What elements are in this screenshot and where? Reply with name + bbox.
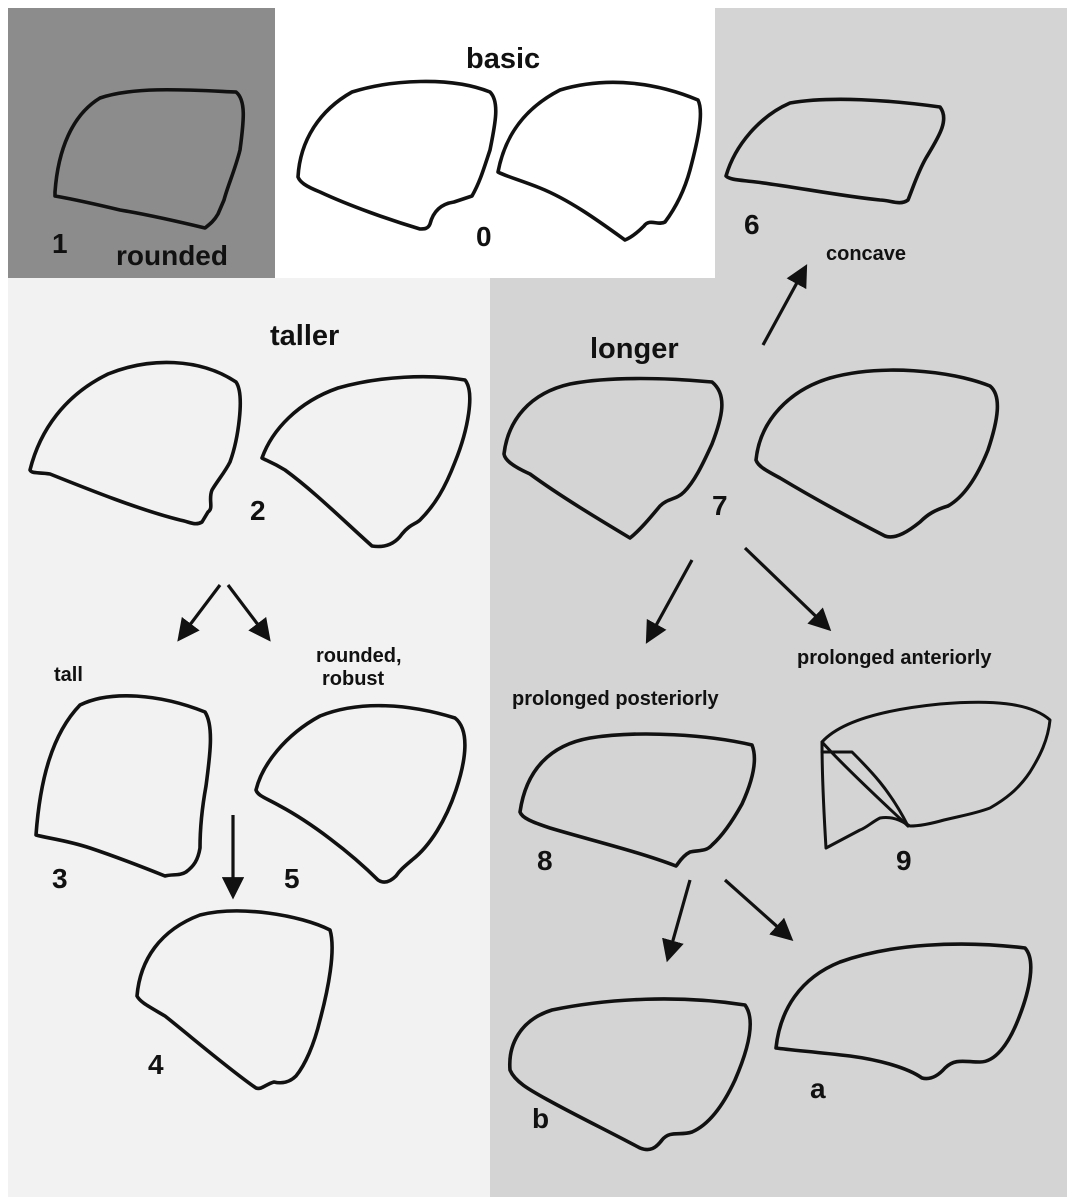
number-7: 7 — [712, 490, 728, 521]
arrow-to-a — [725, 880, 790, 938]
label-prolonged-anteriorly: prolonged anteriorly — [797, 647, 992, 669]
shape-7-left — [504, 379, 722, 539]
shape-1-rounded — [55, 90, 243, 228]
number-9: 9 — [896, 845, 912, 876]
label-taller: taller — [270, 320, 339, 352]
shape-5-rounded-robust — [256, 706, 465, 882]
number-3: 3 — [52, 863, 68, 894]
letter-a: a — [810, 1073, 826, 1104]
shape-6-concave — [726, 99, 944, 202]
number-4: 4 — [148, 1049, 164, 1080]
shape-4 — [137, 911, 332, 1088]
shape-7-right — [756, 370, 997, 537]
shape-0-left — [298, 81, 496, 229]
label-basic: basic — [466, 43, 540, 75]
shape-2-right — [262, 377, 470, 547]
arrow-to-concave — [763, 268, 805, 345]
label-longer: longer — [590, 333, 679, 365]
label-concave: concave — [826, 243, 906, 265]
number-0: 0 — [476, 221, 492, 252]
shape-3-tall — [36, 696, 210, 876]
shape-8 — [520, 734, 754, 866]
letter-b: b — [532, 1103, 549, 1134]
number-8: 8 — [537, 845, 553, 876]
arrow-to-tall — [180, 585, 220, 638]
shape-0-right — [498, 82, 700, 240]
number-6: 6 — [744, 209, 760, 240]
shape-2-left — [30, 362, 240, 523]
label-prolonged-posteriorly: prolonged posteriorly — [512, 688, 720, 710]
number-2: 2 — [250, 495, 266, 526]
label-rounded: rounded — [116, 240, 228, 271]
number-5: 5 — [284, 863, 300, 894]
arrow-to-prolonged-anteriorly — [745, 548, 828, 628]
shape-9-inner-line-2 — [822, 742, 908, 826]
arrow-to-b — [668, 880, 690, 958]
shape-a — [776, 944, 1031, 1078]
number-1: 1 — [52, 228, 68, 259]
arrow-to-prolonged-posteriorly — [648, 560, 692, 640]
label-tall: tall — [54, 664, 83, 686]
arrow-to-rounded-robust — [228, 585, 268, 638]
label-rounded-robust-line1: rounded, — [316, 645, 402, 667]
label-rounded-robust-line2: robust — [322, 668, 385, 690]
